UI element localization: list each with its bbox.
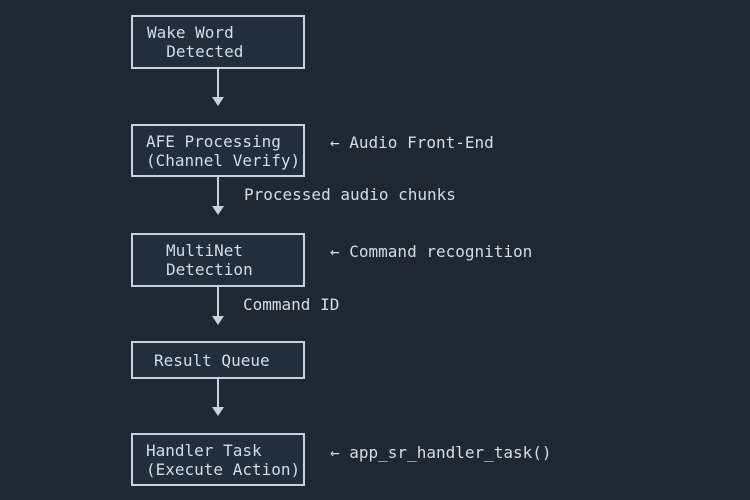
annotation-command-recognition: ← Command recognition xyxy=(330,242,533,261)
connector-line xyxy=(217,287,219,316)
node-label-line: MultiNet xyxy=(166,241,244,260)
annotation-app-sr-handler-task: ← app_sr_handler_task() xyxy=(330,443,552,462)
node-label-line: AFE Processing xyxy=(146,131,281,151)
edge-label-command-id: Command ID xyxy=(243,295,340,314)
node-handler-task: Handler Task (Execute Action) xyxy=(131,433,305,486)
connector-line xyxy=(217,177,219,206)
node-label-line: Wake Word xyxy=(147,23,234,42)
arrow-down-icon xyxy=(212,206,224,215)
node-result-queue: Result Queue xyxy=(131,341,305,379)
node-afe-processing: AFE Processing (Channel Verify) xyxy=(131,124,305,177)
connector-line xyxy=(217,379,219,407)
annotation-audio-front-end: ← Audio Front-End xyxy=(330,133,494,152)
node-label-line: Detection xyxy=(166,260,253,279)
node-label-line: (Channel Verify) xyxy=(146,150,301,170)
connector-line xyxy=(217,69,219,97)
node-label-line: Handler Task xyxy=(146,440,262,460)
node-multinet-detection: MultiNet Detection xyxy=(131,233,305,287)
node-label-line: Result Queue xyxy=(154,350,270,370)
arrow-down-icon xyxy=(212,407,224,416)
edge-label-processed-audio-chunks: Processed audio chunks xyxy=(244,185,456,204)
arrow-down-icon xyxy=(212,97,224,106)
node-label-line: (Execute Action) xyxy=(146,459,301,479)
arrow-down-icon xyxy=(212,316,224,325)
node-wake-word-detected: Wake Word Detected xyxy=(131,15,305,69)
node-label-line: Detected xyxy=(147,42,244,61)
